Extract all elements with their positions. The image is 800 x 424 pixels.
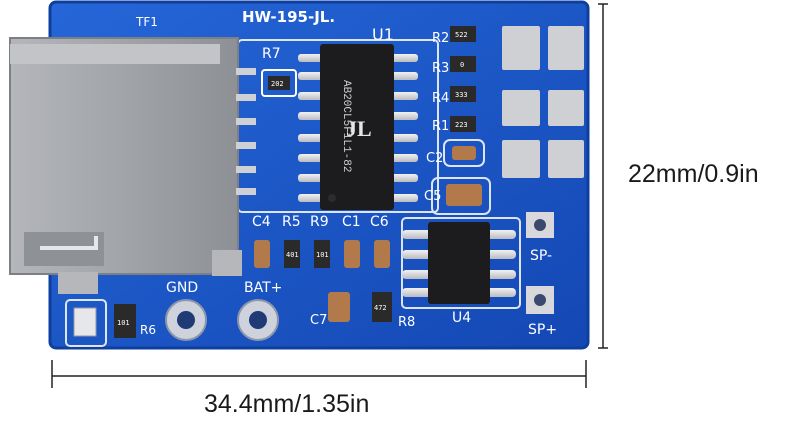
width-dimension-label: 34.4mm/1.35in (204, 390, 370, 418)
model-label: HW-195-JL. (242, 8, 335, 26)
c6-label: C6 (370, 214, 389, 230)
u4-chip (402, 222, 516, 304)
c4-label: C4 (252, 214, 271, 230)
c1-label: C1 (342, 214, 361, 230)
tf-label: TF1 (135, 15, 158, 29)
smd-components (73, 26, 482, 338)
svg-text:472: 472 (374, 304, 387, 312)
bat-label: BAT+ (244, 280, 282, 296)
height-dimension-label: 22mm/0.9in (628, 160, 759, 188)
r4-label: R4 (432, 91, 449, 106)
silkscreen-labels: HW-195-JL. TF1 U1 R7 R2 R3 R4 R1 C2 C5 C… (135, 8, 557, 338)
svg-text:101: 101 (117, 319, 130, 327)
svg-text:0: 0 (460, 61, 464, 69)
u4-label: U4 (452, 310, 471, 326)
chip-marking: AB20CL5F1L1-82 (340, 80, 352, 172)
r1-label: R1 (432, 119, 449, 134)
chip-logo: JL (346, 116, 372, 141)
dimension-lines (51, 3, 608, 388)
c5-label: C5 (424, 189, 441, 204)
gnd-hole (165, 299, 207, 341)
r6-label: R6 (140, 323, 156, 337)
svg-text:202: 202 (271, 80, 284, 88)
r8-label: R8 (398, 315, 415, 330)
sp-minus-label: SP- (530, 248, 552, 264)
r5-label: R5 (282, 214, 301, 230)
r9-label: R9 (310, 214, 329, 230)
r3-label: R3 (432, 61, 449, 76)
u1-chip (298, 44, 418, 210)
r7-label: R7 (262, 46, 281, 62)
gnd-label: GND (166, 280, 198, 296)
bat-hole (237, 299, 279, 341)
svg-text:223: 223 (455, 121, 468, 129)
sp-plus-label: SP+ (528, 322, 557, 338)
svg-text:522: 522 (455, 31, 468, 39)
resistor-codes: 202 522 0 333 223 401 101 101 472 (117, 31, 468, 327)
tf-card-slot (9, 37, 256, 294)
c7-label: C7 (310, 313, 327, 328)
c2-label: C2 (426, 151, 443, 166)
svg-text:101: 101 (316, 251, 329, 259)
u1-label: U1 (372, 25, 394, 44)
top-right-pads (502, 26, 584, 178)
svg-text:401: 401 (286, 251, 299, 259)
r2-label: R2 (432, 31, 449, 46)
svg-text:333: 333 (455, 91, 468, 99)
